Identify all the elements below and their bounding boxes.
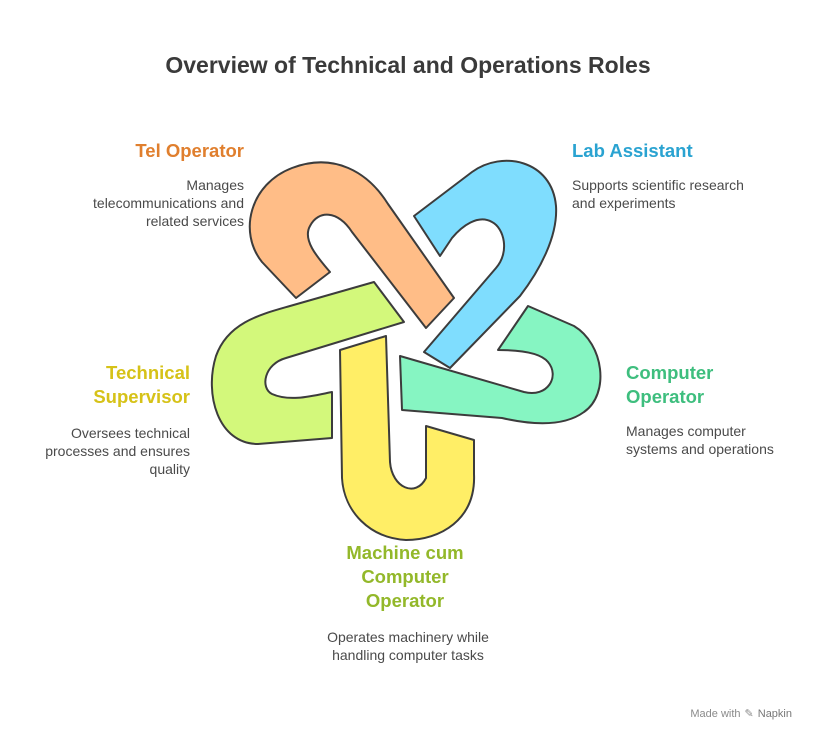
tel-operator-title: Tel Operator (135, 140, 244, 161)
computer-operator-shape (399, 305, 602, 425)
machine-computer-operator-description: Operates machinery while handling comput… (327, 629, 489, 663)
computer-operator-title: Computer Operator (626, 362, 714, 407)
tel-operator-description: Manages telecommunications and related s… (93, 177, 244, 229)
machine-computer-operator-shape (339, 335, 476, 541)
napkin-credit[interactable]: Made with ✎ Napkin (690, 707, 792, 721)
page-title: Overview of Technical and Operations Rol… (165, 52, 651, 78)
lab-assistant-description: Supports scientific research and experim… (572, 177, 744, 211)
machine-computer-operator-title: Machine cum Computer Operator (346, 542, 464, 611)
technical-supervisor-description: Oversees technical processes and ensures… (45, 425, 190, 477)
technical-supervisor-title: Technical Supervisor (93, 362, 190, 407)
made-with-label: Made with (690, 707, 741, 720)
napkin-logo-icon: ✎ (744, 708, 754, 720)
technical-supervisor-shape (210, 281, 405, 445)
napkin-brand: Napkin (757, 707, 792, 720)
computer-operator-description: Manages computer systems and operations (626, 423, 774, 457)
tel-operator-shape (248, 161, 455, 329)
lab-assistant-shape (413, 159, 558, 369)
lab-assistant-title: Lab Assistant (572, 140, 693, 161)
